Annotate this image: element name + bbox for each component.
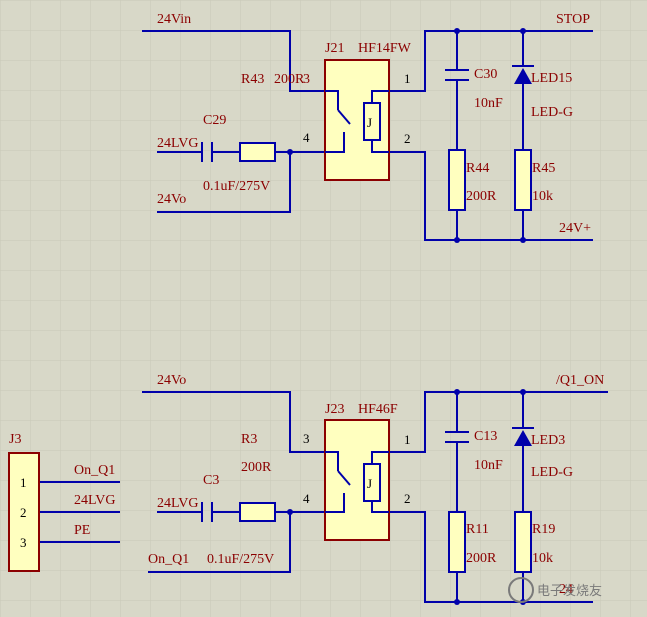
junction-dots-upper [454, 28, 526, 243]
c29-value: 0.1uF/275V [203, 179, 270, 194]
junction-dot [287, 149, 293, 155]
c29-capacitor [201, 142, 213, 162]
c29-ref: C29 [203, 113, 226, 128]
relay-coil-label: J [367, 476, 372, 491]
pin-4-label: 4 [303, 130, 310, 145]
r3-value: 200R [241, 460, 272, 475]
net-label-onq1: On_Q1 [148, 552, 189, 567]
r45-value: 10k [532, 189, 553, 204]
led15-value: LED-G [531, 105, 573, 120]
c3-capacitor [201, 502, 213, 522]
r19-value: 10k [532, 551, 553, 566]
relay-j23-ref: J23 [325, 402, 344, 417]
r3-ref: R3 [241, 432, 257, 447]
c13-capacitor [445, 431, 469, 443]
connector-net-2: 24LVG [74, 493, 116, 508]
c30-value: 10nF [474, 96, 503, 111]
c3-value: 0.1uF/275V [207, 552, 274, 567]
wire-pin2-lower [389, 511, 593, 603]
connector-pin-2: 2 [20, 505, 27, 520]
wire-onq1-lower [148, 512, 291, 573]
led15-ref: LED15 [531, 71, 572, 86]
pin-1-label: 1 [404, 71, 411, 86]
net-label-q1on: /Q1_ON [556, 373, 604, 388]
wire-pin1-lower [389, 391, 608, 453]
net-label-24vplus: 24V+ [559, 221, 591, 236]
c13-ref: C13 [474, 429, 497, 444]
r44-ref: R44 [466, 161, 489, 176]
pin-1-label: 1 [404, 432, 411, 447]
connector-pin-1: 1 [20, 475, 27, 490]
pin-4-label: 4 [303, 491, 310, 506]
r45-ref: R45 [532, 161, 555, 176]
c13-value: 10nF [474, 458, 503, 473]
connector-pin-3: 3 [20, 535, 27, 550]
c30-ref: C30 [474, 67, 497, 82]
net-label-stop: STOP [556, 12, 590, 27]
r19-resistor [514, 511, 532, 573]
r11-resistor [448, 511, 466, 573]
lower-circuit [39, 391, 608, 603]
r45-resistor [514, 149, 532, 211]
relay-j23-internals [325, 451, 389, 513]
net-label-24vo: 24Vo [157, 192, 186, 207]
r43-ref: R43 [241, 72, 264, 87]
r11-ref: R11 [466, 522, 489, 537]
r3-resistor [239, 502, 276, 522]
wire-24vo-lower [142, 391, 325, 453]
watermark-logo-icon [508, 577, 534, 603]
led3-value: LED-G [531, 465, 573, 480]
wire-24vo [157, 152, 291, 213]
wire-pin1 [389, 30, 593, 92]
pin-3-label: 3 [303, 431, 310, 446]
relay-j23-part: HF46F [358, 402, 398, 417]
r43-suffix: 3 [303, 72, 310, 87]
connector-net-3: PE [74, 523, 90, 538]
connector-j3-body [8, 452, 40, 572]
r43-resistor [239, 142, 276, 162]
pin-2-label: 2 [404, 131, 411, 146]
wire-24vin [142, 30, 325, 92]
relay-j21-internals [325, 90, 389, 153]
relay-coil-label: J [367, 115, 372, 130]
net-label-24lvg: 24LVG [157, 136, 199, 151]
upper-circuit [142, 30, 593, 241]
r43-value: 200R [274, 72, 305, 87]
watermark-text: 电子发烧友 [537, 583, 602, 599]
led3-ref: LED3 [531, 433, 565, 448]
pin-2-label: 2 [404, 491, 411, 506]
connector-net-1: On_Q1 [74, 463, 115, 478]
r44-value: 200R [466, 189, 497, 204]
junction-dot [287, 509, 293, 515]
relay-j21-ref: J21 [325, 41, 344, 56]
net-label-24vo-lower: 24Vo [157, 373, 186, 388]
c3-ref: C3 [203, 473, 219, 488]
wire-pin2 [389, 151, 593, 241]
c30-capacitor [445, 69, 469, 81]
net-label-24lvg-lower: 24LVG [157, 496, 199, 511]
watermark: 电子发烧友 [508, 577, 602, 603]
net-label-24v-partial: 24 [559, 582, 573, 597]
r19-ref: R19 [532, 522, 555, 537]
r44-resistor [448, 149, 466, 211]
relay-j21-part: HF14FW [358, 41, 412, 56]
led3-icon [512, 427, 534, 446]
r11-value: 200R [466, 551, 497, 566]
net-label-24vin: 24Vin [157, 12, 191, 27]
connector-j3-ref: J3 [9, 432, 21, 447]
led15-icon [512, 65, 534, 84]
